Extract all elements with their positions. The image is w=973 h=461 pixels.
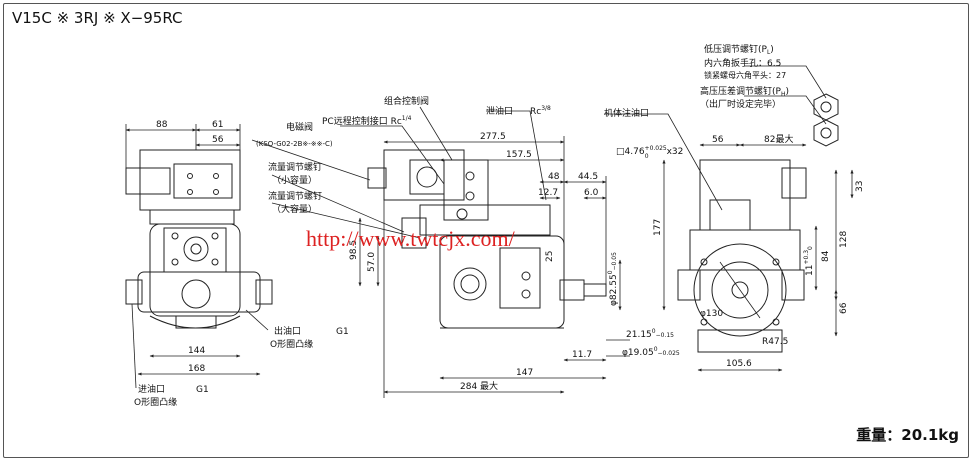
dim-88: 88 [156,120,168,130]
small-capacity-label: （小容量） [272,174,317,186]
o-ring-flange-label: O形圈凸缘 [270,338,313,350]
dim-56-rear: 56 [712,135,724,145]
dim-168: 168 [188,364,205,374]
inlet-g-label: G1 [196,385,209,395]
inlet-port-label: 进油口 [138,383,165,395]
drain-rc-label: Rc3/8 [530,105,551,117]
body-fill-port-label: 机体注油口 [604,107,649,119]
front-view [125,149,273,329]
outlet-g-label: G1 [336,327,349,337]
dim-277-5: 277.5 [480,132,506,142]
pc-remote-port-label: PC远程控制接口 Rc1/4 [322,115,412,127]
dim-66: 66 [839,302,849,314]
dim-157-5: 157.5 [506,150,532,160]
drain-port-label: 泄油口 [486,105,513,117]
dim-57-0: 57.0 [367,252,377,272]
dim-144: 144 [188,346,205,356]
dim-177: 177 [653,219,663,236]
solenoid-model-label: (KSO-G02-2B※-※※-C) [256,140,333,148]
lock-nut-label: 锁紧螺母六角平头：27 [704,70,786,80]
dim-19-05: φ19.050−0.025 [622,346,680,358]
dim-61: 61 [212,120,223,130]
dim-11-7: 11.7 [572,350,592,360]
dim-98-5: 98.5 [349,240,359,260]
model-title: V15C ※ 3RJ ※ X−95RC [12,9,183,27]
dim-21-15: 21.150−0.15 [626,328,674,340]
flow-screw-small-label: 流量调节螺钉 [268,161,322,173]
dim-r47-5: R47.5 [762,337,788,347]
high-pressure-screw-label: 高压压差调节螺钉(PH) [700,85,789,98]
dim-11: 11+0.30 [803,246,815,276]
dim-147: 147 [516,368,533,378]
dim-56-front: 56 [212,135,224,145]
dim-105-6: 105.6 [726,359,752,369]
combo-valve-label: 组合控制阀 [384,95,429,107]
dim-128: 128 [839,231,849,248]
dim-25: 25 [545,251,555,262]
dim-82-55: φ82.550−0.05 [607,252,619,306]
dim-130: φ130 [700,309,723,319]
factory-set-label: （出厂时设定完毕） [700,98,781,110]
solenoid-valve-label: 电磁阀 [286,121,313,133]
large-capacity-label: （大容量） [272,203,317,215]
dim-82-max: 82最大 [764,133,793,145]
dimension-lines [125,65,854,398]
flow-screw-large-label: 流量调节螺钉 [268,190,322,202]
dim-44-5: 44.5 [578,172,598,182]
dim-12-7: 12.7 [538,188,558,198]
weight-label: 重量：20.1kg [856,426,959,444]
dim-33: 33 [855,181,865,192]
dim-84: 84 [821,250,831,262]
dim-48: 48 [548,172,560,182]
low-pressure-screw-label: 低压调节螺钉(PL) [704,43,774,56]
annotations: 低压调节螺钉(PL) 内六角扳手孔：6.5 锁紧螺母六角平头：27 高压压差调节… [134,43,865,408]
dim-6-0: 6.0 [584,188,599,198]
outlet-port-label: 出油口 [274,325,301,337]
inlet-o-ring-label: O形圈凸缘 [134,396,177,408]
rear-view [677,93,839,353]
watermark-text: http://www.twtcjx.com/ [306,226,516,251]
dim-284-max: 284 最大 [460,380,498,392]
hex-wrench-label: 内六角扳手孔：6.5 [704,57,781,69]
